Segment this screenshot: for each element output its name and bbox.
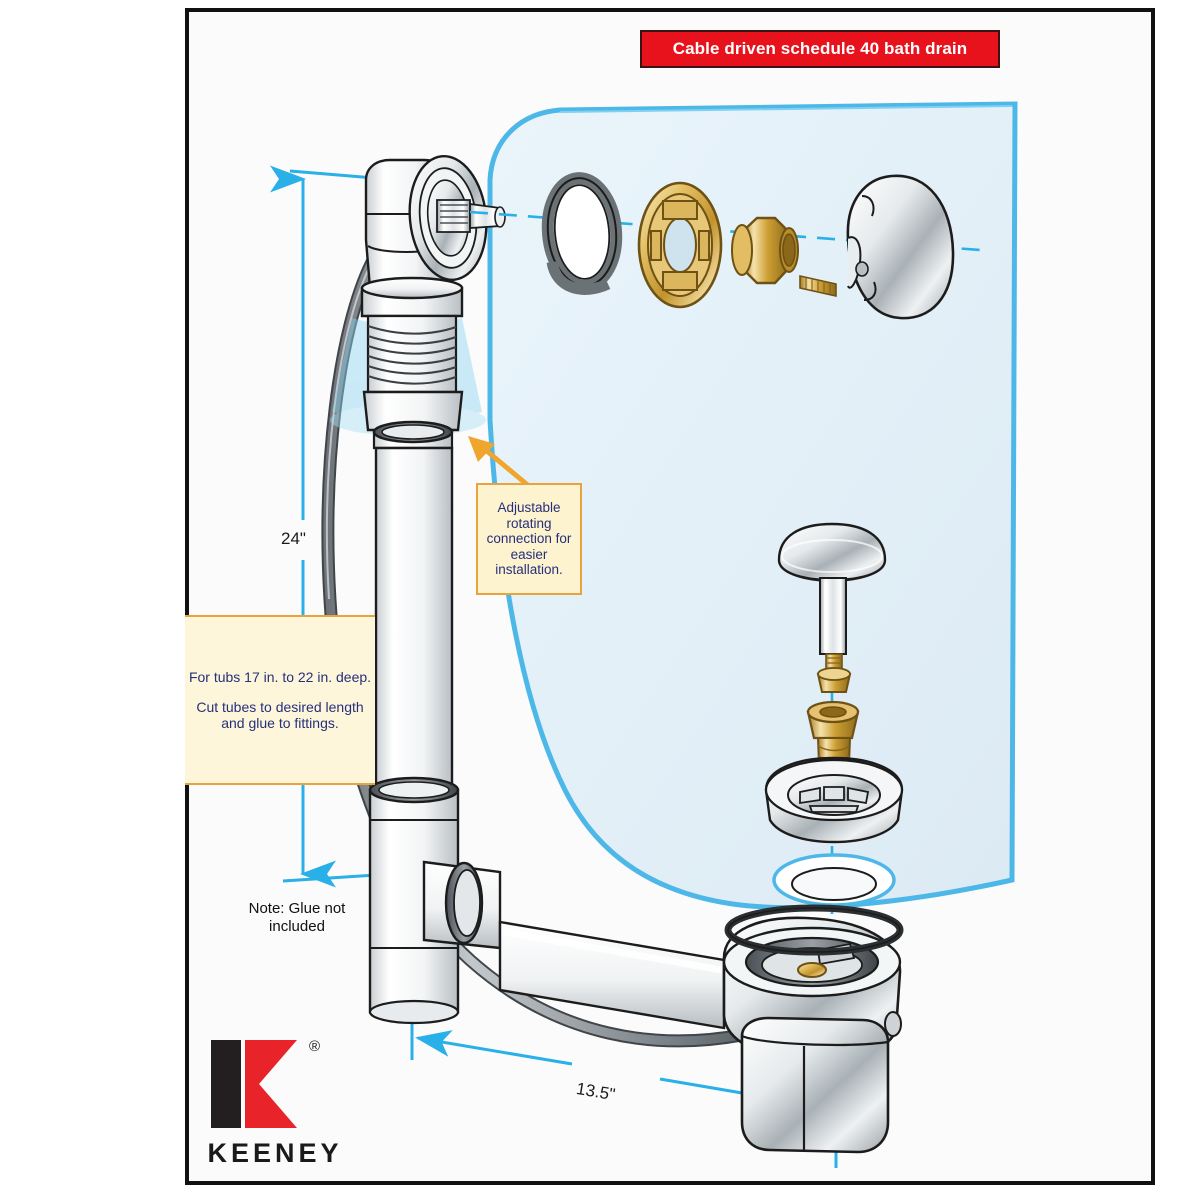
adjustable-threaded-connection (366, 314, 458, 394)
callout-arrow (468, 436, 532, 489)
tub-depth-paragraph-1: For tubs 17 in. to 22 in. deep. (188, 669, 372, 685)
strainer-flange (764, 756, 904, 844)
keeney-logo: ® KEENEY (205, 1030, 345, 1180)
title-banner-text: Cable driven schedule 40 bath drain (672, 39, 968, 58)
keeney-wordmark: KEENEY (207, 1138, 343, 1168)
cable-actuator-box (740, 1011, 902, 1154)
drain-stopper-assembly (764, 522, 904, 960)
registered-trademark-icon: ® (309, 1038, 321, 1055)
handle-exploded-parts (469, 172, 981, 320)
control-cable (321, 255, 749, 1048)
brass-hex-nut (731, 216, 799, 285)
drain-shoe (722, 904, 904, 1062)
callout-adjustable-text: Adjustable rotating connection for easie… (486, 500, 572, 578)
set-screw (799, 275, 837, 297)
callout-adjustable-connection: Adjustable rotating connection for easie… (476, 483, 582, 595)
stopper-post (819, 577, 847, 655)
chrome-control-knob (846, 174, 955, 320)
brass-spoked-faceplate (637, 181, 723, 309)
tub-depth-paragraph-2: Cut tubes to desired length and glue to … (196, 699, 364, 731)
glue-note: Note: Glue not included (248, 900, 346, 935)
title-banner: Cable driven schedule 40 bath drain (640, 30, 1000, 68)
callout-tub-depth: For tubs 17 in. to 22 in. deep. Cut tube… (185, 615, 375, 785)
overflow-elbow-assembly (330, 155, 506, 792)
stopper-nut (816, 653, 852, 693)
overflow-faceplate-stud (436, 199, 506, 233)
drain-gasket (772, 853, 896, 907)
dimension-label-vertical: 24" (281, 529, 306, 548)
overflow-gasket-ring (541, 172, 623, 295)
waste-assembly (368, 776, 904, 1154)
keeney-k-mark (211, 1040, 297, 1128)
stopper-cap (777, 522, 887, 582)
